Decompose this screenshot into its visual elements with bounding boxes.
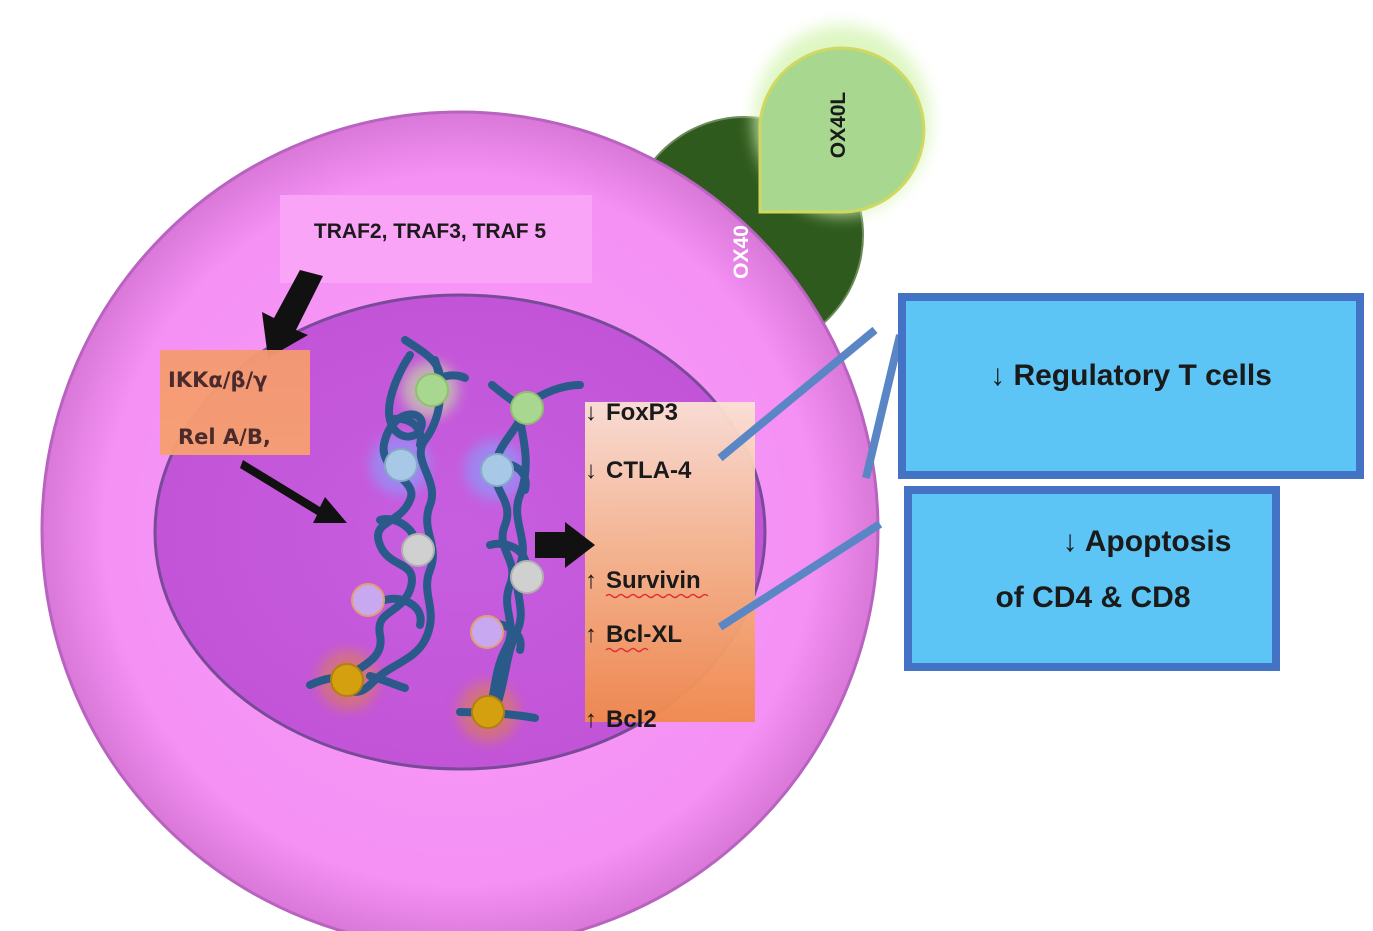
squiggle-bclxl [605, 647, 649, 653]
bead-blue-right [480, 453, 514, 487]
ikk-rel-box [160, 350, 310, 455]
connector-treg-vertical [862, 334, 904, 479]
traf-to-ikk-arrow [262, 270, 323, 358]
apoptosis-outcome-box [904, 486, 1280, 671]
bead-gold-right [471, 695, 505, 729]
bead-lilac-right [470, 615, 504, 649]
bead-green-left [415, 373, 449, 407]
traf-label: TRAF2, TRAF3, TRAF 5 [314, 220, 546, 243]
ikk-label: IKKα/β/γ [168, 368, 267, 392]
bead-gray-left [401, 533, 435, 567]
connector-ctla4-to-treg [717, 326, 878, 462]
gene-bclxl: Bcl-XL [606, 621, 682, 648]
chromosome-left [306, 336, 469, 696]
gene-arrow-survivin: ↑ [585, 567, 597, 594]
ox40l-ligand [758, 46, 926, 214]
gene-arrow-foxp3: ↓ [585, 399, 597, 426]
bead-gold-left [330, 663, 364, 697]
squiggle-survivin [605, 593, 709, 599]
dna-to-genes-arrow [535, 522, 595, 568]
gene-arrow-ctla4: ↓ [585, 457, 597, 484]
ox40-label: OX40 [730, 225, 753, 279]
gene-arrow-bclxl: ↑ [585, 621, 597, 648]
gene-bcl2: Bcl2 [606, 706, 657, 733]
bead-green-right [510, 391, 544, 425]
treg-outcome-box [898, 293, 1364, 479]
rel-to-dna-arrow [240, 460, 347, 523]
bead-lilac-left [351, 583, 385, 617]
gene-foxp3: FoxP3 [606, 399, 678, 426]
gene-survivin: Survivin [606, 567, 701, 594]
apoptosis-label-line1: ↓ Apoptosis [1063, 525, 1232, 558]
traf-box [280, 195, 592, 283]
apoptosis-label-line2: of CD4 & CD8 [995, 581, 1190, 614]
ox40l-label: OX40L [827, 92, 850, 159]
bead-blue-left [384, 448, 418, 482]
connector-bclxl-to-apoptosis [717, 520, 883, 631]
bead-gray-right [510, 560, 544, 594]
gene-arrow-bcl2: ↑ [585, 706, 597, 733]
treg-outcome-label: ↓ Regulatory T cells [990, 359, 1272, 392]
gene-ctla4: CTLA-4 [606, 457, 692, 484]
rel-label: Rel A/B, [178, 425, 271, 449]
